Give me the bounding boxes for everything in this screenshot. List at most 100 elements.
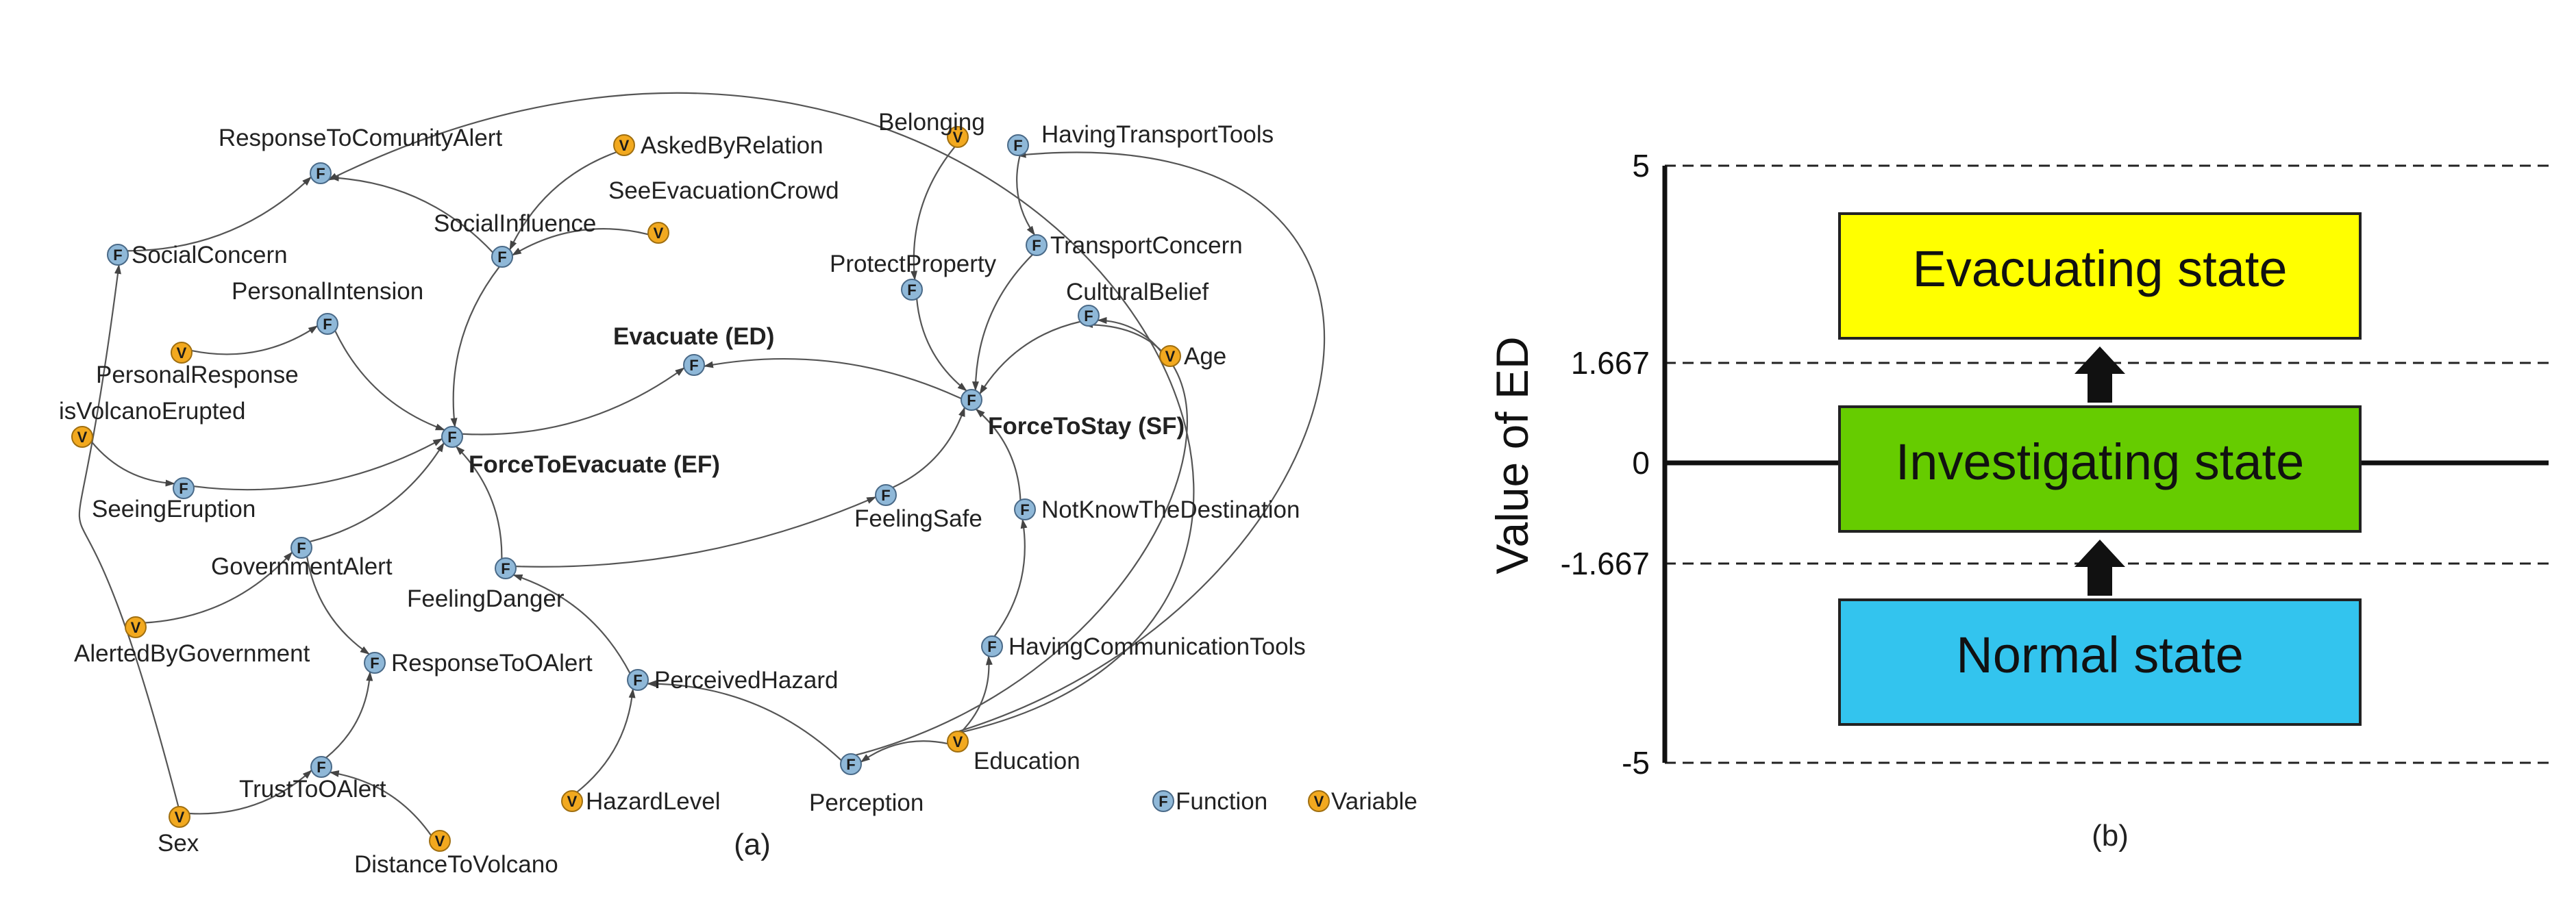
variable-node-icon xyxy=(125,616,147,638)
node-type-letter: F xyxy=(967,392,976,409)
function-node-icon xyxy=(1026,234,1048,256)
variable-node-icon xyxy=(169,806,190,828)
edge-alerted-by-government-to-government-alert xyxy=(145,551,293,624)
function-node-icon xyxy=(364,652,386,674)
transition-arrow-upper xyxy=(2075,346,2125,403)
panel-b-label: (b) xyxy=(2092,819,2129,852)
function-node-icon xyxy=(683,354,705,376)
node-type-letter: V xyxy=(435,833,445,850)
edge-feeling-danger-to-force-to-evacuate xyxy=(455,446,503,559)
legend-function-label: Function xyxy=(1176,788,1267,815)
node-type-letter: F xyxy=(447,429,456,446)
tick-label-neg1667: -1.667 xyxy=(1561,546,1650,581)
edge-age-to-cultural-belief xyxy=(1097,316,1162,353)
node-force-to-evacuate: F ForceToEvacuate (EF) xyxy=(441,426,720,478)
node-label: FeelingSafe xyxy=(854,505,982,532)
function-node-icon xyxy=(1007,134,1029,156)
edge-cultural-belief-to-force-to-stay xyxy=(979,320,1081,395)
node-type-letter: F xyxy=(297,540,306,557)
edge-education-to-response-to-comunity-alert xyxy=(327,92,1195,736)
node-label: AskedByRelation xyxy=(641,132,823,159)
node-type-letter: F xyxy=(501,560,510,577)
edge-perception-to-perceived-hazard xyxy=(646,680,842,761)
legend-variable-label: Variable xyxy=(1331,788,1417,815)
y-axis-title: Value of ED xyxy=(1487,336,1537,574)
node-label: SocialConcern xyxy=(132,242,288,268)
node-type-letter: F xyxy=(1032,237,1041,254)
edge-belonging-to-protect-property xyxy=(911,146,956,281)
function-node-icon xyxy=(491,246,513,268)
function-node-icon xyxy=(290,537,312,559)
node-label: PersonalIntension xyxy=(232,278,423,305)
node-type-letter: F xyxy=(846,756,855,773)
node-type-letter: V xyxy=(654,225,664,242)
edge-social-influence-to-response-to-comunity-alert xyxy=(329,174,494,253)
node-label: HazardLevel xyxy=(586,788,721,815)
node-type-letter: F xyxy=(370,655,379,672)
variable-node-icon xyxy=(429,830,451,852)
edge-perceived-hazard-to-feeling-danger xyxy=(512,574,631,674)
variable-node-icon xyxy=(561,790,583,812)
node-label: SeeingEruption xyxy=(92,496,256,522)
node-label: NotKnowTheDestination xyxy=(1041,496,1300,523)
node-type-letter: F xyxy=(881,487,890,504)
node-label: ResponseToOAlert xyxy=(391,650,593,677)
node-label: HavingTransportTools xyxy=(1041,121,1274,148)
legend: F Function V Variable xyxy=(1152,788,1417,815)
node-type-letter: V xyxy=(619,137,630,154)
function-node-icon xyxy=(961,389,982,411)
node-type-letter: F xyxy=(633,672,642,689)
node-asked-by-relation: V AskedByRelation xyxy=(613,132,823,159)
node-label: ForceToStay (SF) xyxy=(988,413,1185,440)
edge-feeling-danger-to-feeling-safe xyxy=(515,496,877,568)
function-legend-icon xyxy=(1152,790,1174,812)
node-label: CulturalBelief xyxy=(1066,279,1209,305)
node-label: Belonging xyxy=(878,109,985,136)
node-response-to-oalert: F ResponseToOAlert xyxy=(364,650,593,677)
tick-label-1667: 1.667 xyxy=(1571,345,1650,381)
variable-node-icon xyxy=(171,342,193,364)
variable-node-icon xyxy=(947,126,969,148)
node-type-letter: F xyxy=(323,316,332,333)
function-node-icon xyxy=(981,635,1003,657)
edge-personal-response-to-personal-intension xyxy=(191,325,319,355)
edge-social-concern-to-response-to-comunity-alert xyxy=(127,176,312,252)
variable-node-icon xyxy=(1159,345,1181,367)
edge-personal-intension-to-force-to-evacuate xyxy=(334,330,445,431)
function-node-icon xyxy=(627,669,649,691)
edge-is-volcano-erupted-to-seeing-eruption xyxy=(90,441,175,487)
node-type-letter: V xyxy=(1165,348,1176,365)
normal-state-rect xyxy=(1838,598,2362,726)
node-label: ForceToEvacuate (EF) xyxy=(469,451,720,478)
function-node-icon xyxy=(495,557,517,579)
investigating-state-rect xyxy=(1838,405,2362,533)
edges-layer xyxy=(78,92,1326,836)
node-type-letter: V xyxy=(953,129,963,146)
tick-label-neg5: -5 xyxy=(1622,745,1650,781)
node-label: Age xyxy=(1184,343,1226,370)
edge-force-to-evacuate-to-evacuate xyxy=(462,367,685,435)
state-chart-panel: 5 1.667 0 -1.667 -5 Value of ED Evacuati… xyxy=(1487,148,2549,852)
node-type-letter: V xyxy=(177,344,187,362)
tick-label-0: 0 xyxy=(1632,445,1650,481)
node-type-letter: F xyxy=(907,281,916,299)
edge-see-evacuation-crowd-to-social-influence xyxy=(511,228,649,256)
function-node-icon xyxy=(310,162,332,184)
